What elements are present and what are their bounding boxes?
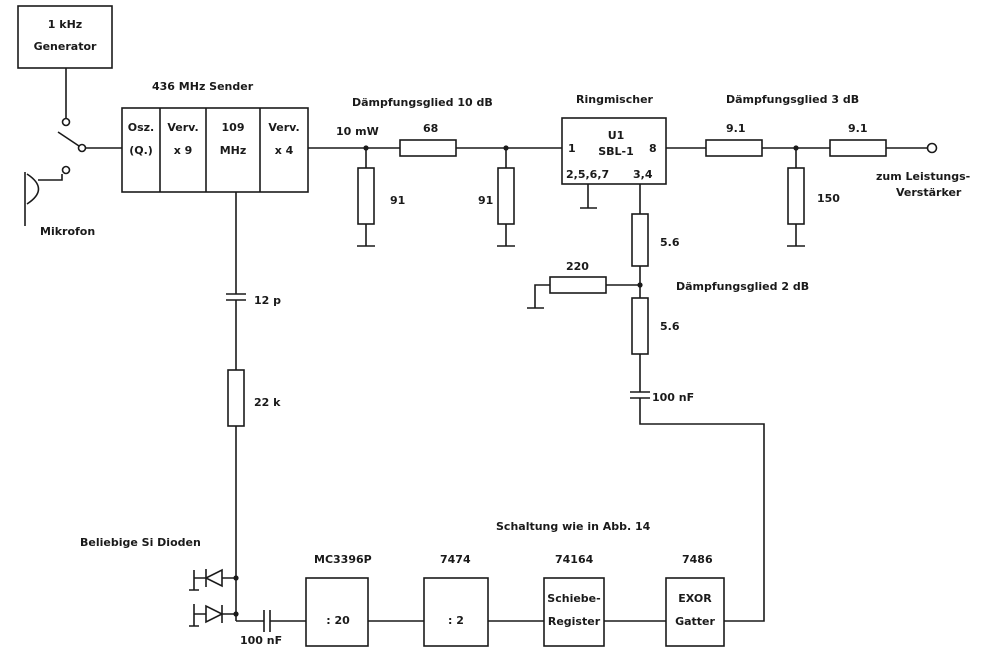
resistor-5-6-lower-label: 5.6 (660, 320, 680, 333)
prescaler-text: : 20 (326, 614, 350, 627)
generator-label-1: 1 kHz (48, 18, 82, 31)
mult4-label-2: x 4 (275, 144, 294, 157)
resistor-220-label: 220 (566, 260, 589, 273)
microphone-symbol (24, 172, 63, 226)
capacitor-100nf-divider (236, 610, 306, 632)
xor-part: 7486 (682, 553, 713, 566)
prescaler-part: MC3396P (314, 553, 372, 566)
resistor-150-label: 150 (817, 192, 840, 205)
prescaler-block (305, 577, 369, 647)
resistor-68-label: 68 (423, 122, 438, 135)
mixer-ref: U1 (608, 129, 625, 142)
resistor-220 (549, 276, 607, 294)
osc-label-1: Osz. (128, 121, 154, 134)
mixer-ground (580, 184, 597, 209)
mixer-title: Ringmischer (576, 93, 654, 106)
shunt2-wire (497, 148, 515, 247)
shift-text-1: Schiebe- (547, 592, 600, 605)
transmitter-title: 436 MHz Sender (152, 80, 254, 93)
capacitor-100nf-divider-label: 100 nF (240, 634, 282, 647)
power-level-label: 10 mW (336, 125, 379, 138)
switch-lever (57, 131, 80, 147)
resistor-68 (399, 139, 457, 157)
mult4-label-1: Verv. (268, 121, 299, 134)
mult9-label-1: Verv. (167, 121, 198, 134)
flipflop-part: 7474 (440, 553, 471, 566)
diodes-label: Beliebige Si Dioden (80, 536, 201, 549)
shift-text-2: Register (548, 615, 601, 628)
vco-label-2: MHz (220, 144, 247, 157)
resistor-5-6-lower (631, 297, 649, 355)
resistor-91-shunt2 (497, 167, 515, 225)
resistor-9-1-first-label: 9.1 (726, 122, 746, 135)
osc-label-2: (Q.) (129, 144, 153, 157)
resistor-22k (227, 369, 245, 427)
switch-contact-top (61, 117, 71, 127)
resistor-5-6-upper (631, 213, 649, 267)
vco-tuning-wire (226, 192, 246, 370)
resistor-150 (787, 167, 805, 225)
resistor-91-shunt1-label: 91 (390, 194, 405, 207)
generator-block: 1 kHz Generator (17, 5, 113, 69)
shift-register-block (543, 577, 605, 647)
output-terminal (926, 142, 938, 154)
xor-text-1: EXOR (678, 592, 712, 605)
shunt-150-wire (787, 148, 805, 247)
xor-block (665, 577, 725, 647)
resistor-9-1-second-label: 9.1 (848, 122, 868, 135)
shift-part: 74164 (555, 553, 594, 566)
switch-pivot (77, 143, 87, 153)
mult9-label-2: x 9 (174, 144, 193, 157)
xor-text-2: Gatter (675, 615, 715, 628)
resistor-220-ground (527, 284, 550, 309)
logic-note: Schaltung wie in Abb. 14 (496, 520, 651, 533)
diode-lower (189, 604, 236, 627)
transmitter-block: Osz. (Q.) Verv. x 9 109 MHz Verv. x 4 (121, 107, 309, 193)
shunt1-wire (357, 148, 375, 247)
output-label-1: zum Leistungs- (876, 170, 970, 183)
microphone-label: Mikrofon (40, 225, 95, 238)
resistor-9-1-second (829, 139, 887, 157)
mixer-pin-gnd: 2,5,6,7 (566, 168, 609, 181)
resistor-91-shunt1 (357, 167, 375, 225)
output-label-2: Verstärker (896, 186, 962, 199)
mixer-part: SBL-1 (598, 145, 634, 158)
switch-contact-bottom (61, 165, 71, 175)
attenuator-3db-title: Dämpfungsglied 3 dB (726, 93, 859, 106)
capacitor-12p-label: 12 p (254, 294, 281, 307)
mixer-pin-in: 1 (568, 142, 576, 155)
flipflop-block (423, 577, 489, 647)
mixer-pin-if: 3,4 (633, 168, 653, 181)
mixer-pin-out: 8 (649, 142, 657, 155)
mixer-block: U1 SBL-1 1 8 2,5,6,7 3,4 (561, 117, 667, 185)
resistor-9-1-first (705, 139, 763, 157)
diode-upper (189, 568, 236, 591)
flipflop-text: : 2 (448, 614, 464, 627)
if-feedback-wire (630, 354, 765, 622)
resistor-5-6-upper-label: 5.6 (660, 236, 680, 249)
capacitor-100nf-if-label: 100 nF (652, 391, 694, 404)
resistor-91-shunt2-label: 91 (478, 194, 493, 207)
generator-label-2: Generator (34, 40, 97, 53)
resistor-22k-label: 22 k (254, 396, 281, 409)
attenuator-2db-title: Dämpfungsglied 2 dB (676, 280, 809, 293)
vco-label-1: 109 (222, 121, 245, 134)
attenuator-10db-title: Dämpfungsglied 10 dB (352, 96, 493, 109)
